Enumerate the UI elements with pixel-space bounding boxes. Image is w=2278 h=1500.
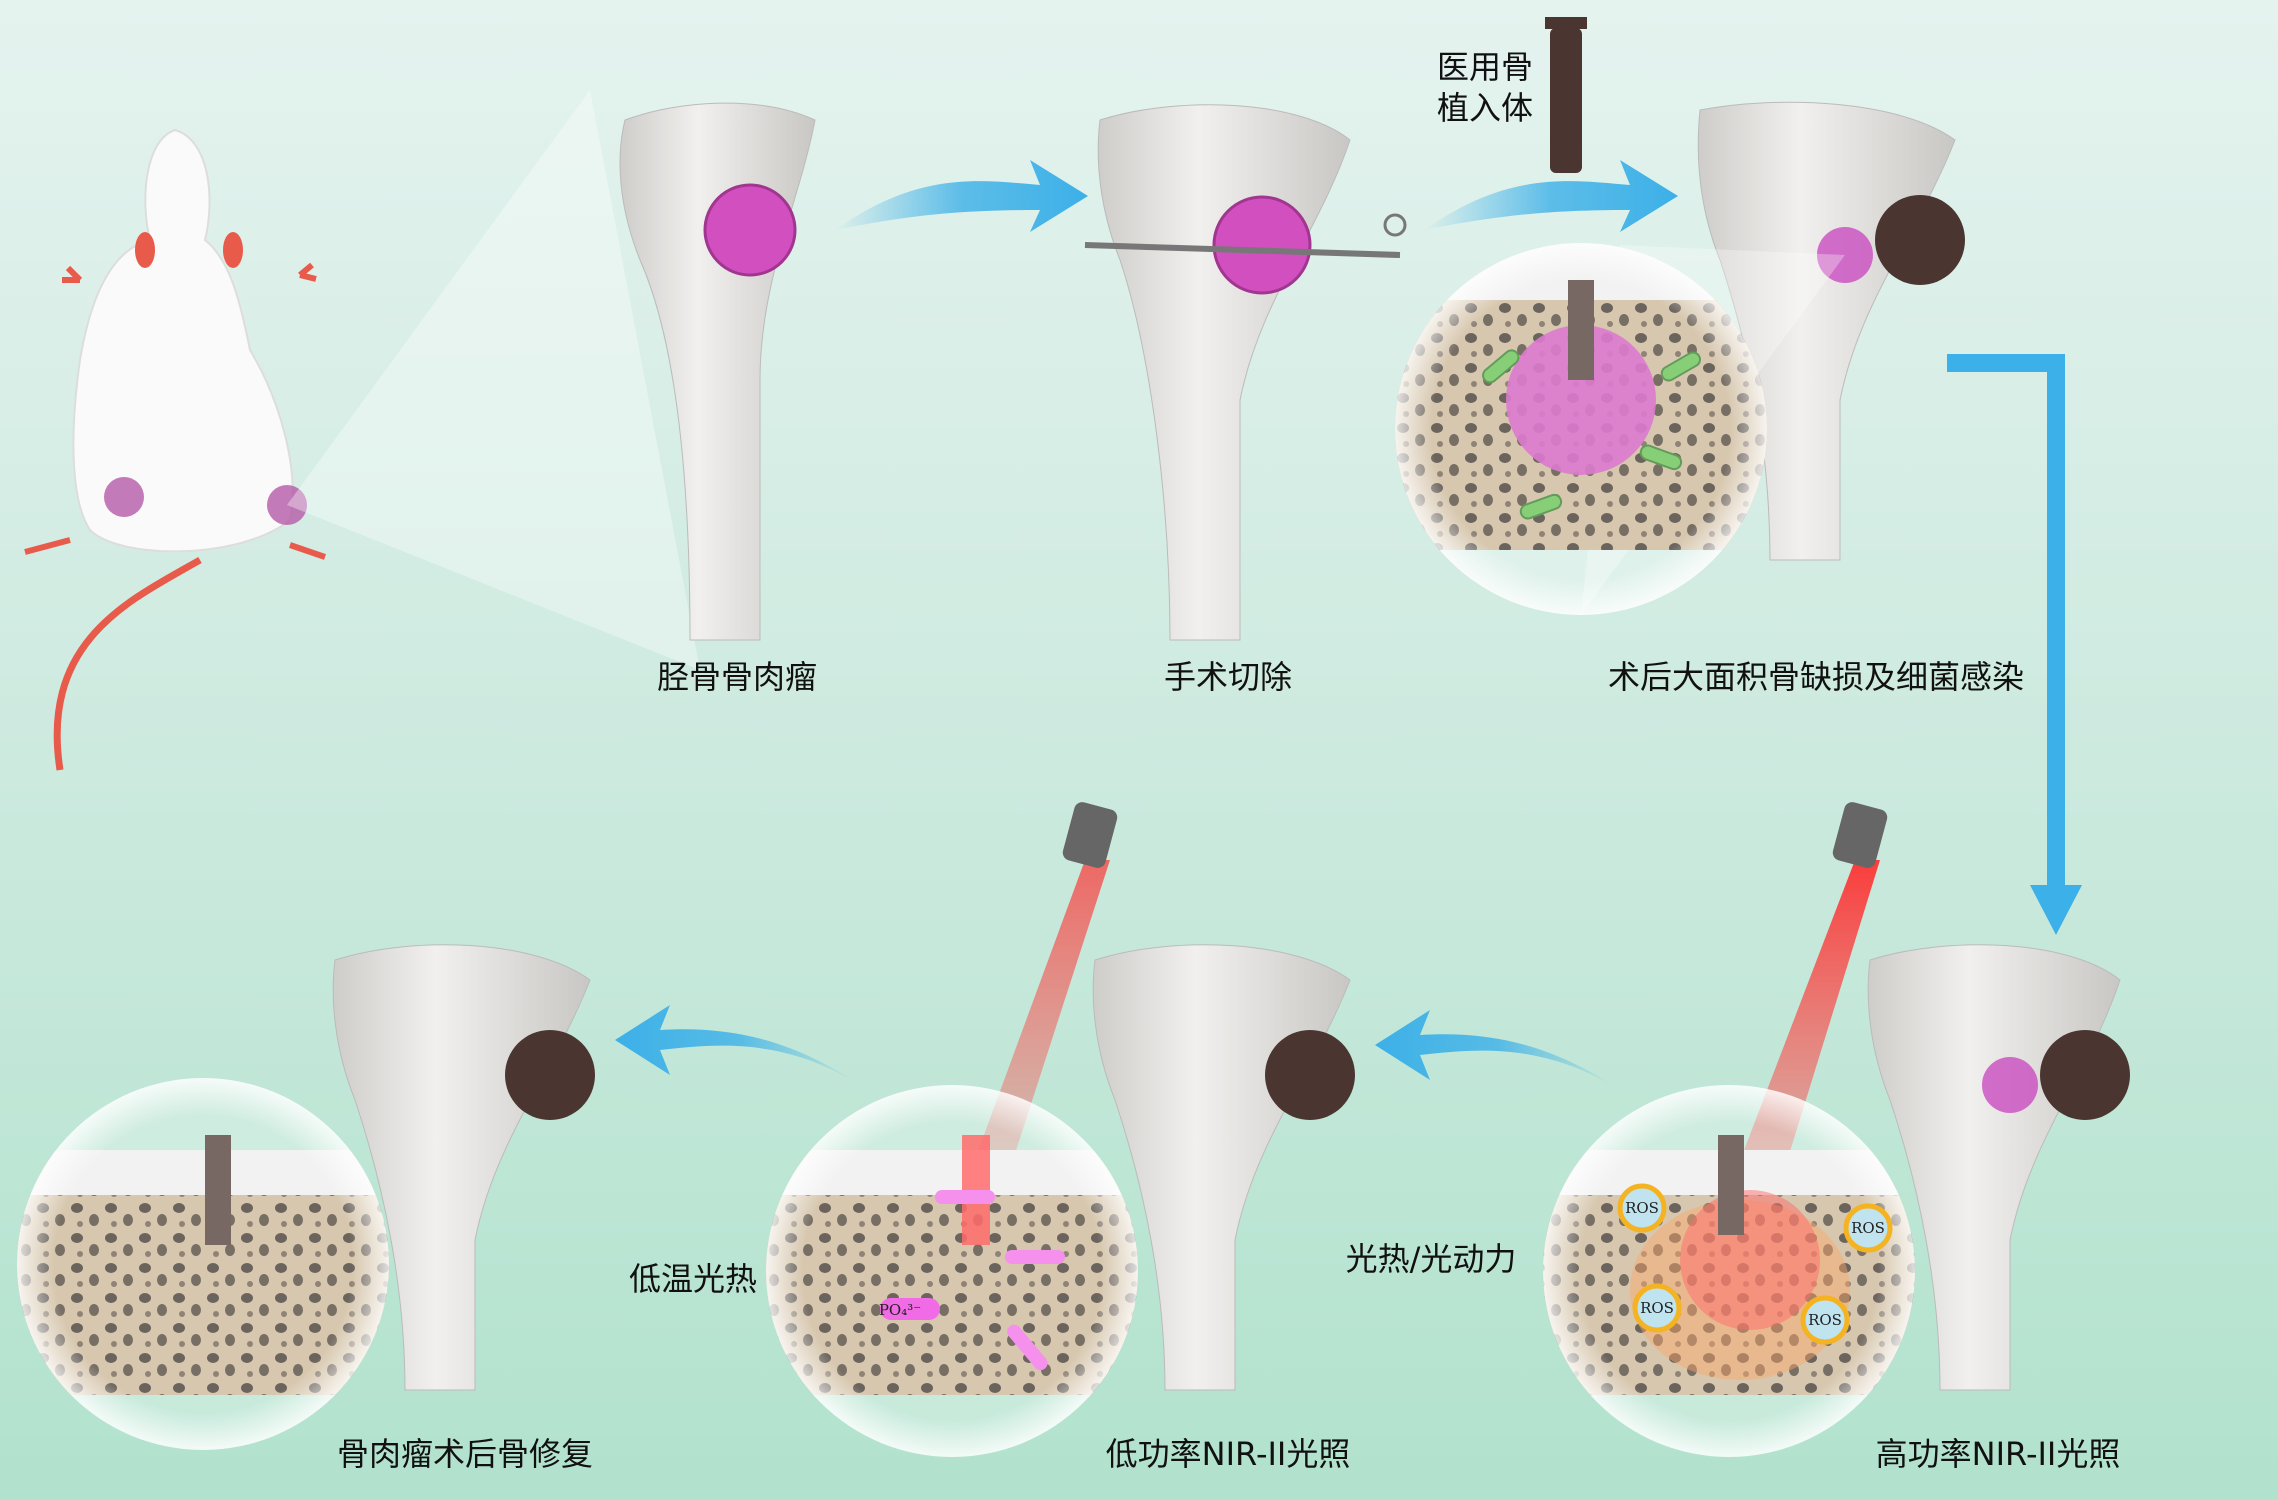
label-implant-line1: 医用骨	[1437, 48, 1533, 86]
label-defect-infection: 术后大面积骨缺损及细菌感染	[1608, 658, 2024, 696]
magnifier-infected-defect	[1395, 243, 1767, 615]
arrow-down-elbow	[1947, 354, 2065, 890]
tumor-right	[267, 485, 307, 525]
laser-probe-icon	[1832, 802, 1888, 868]
bone-implant	[1545, 17, 1587, 173]
svg-text:ROS: ROS	[1851, 1219, 1885, 1237]
arrow-left-2	[615, 1005, 860, 1085]
svg-text:ROS: ROS	[1808, 1311, 1842, 1329]
tibia-low-power-irradiation	[1092, 944, 1355, 1391]
tumor-left	[104, 477, 144, 517]
magnifier-bone-repair	[17, 1078, 389, 1450]
label-implant-line2: 植入体	[1437, 89, 1533, 127]
phosphate-ion-marker: PO₄³⁻	[879, 1298, 940, 1320]
svg-text:PO₄³⁻: PO₄³⁻	[879, 1301, 921, 1319]
zoom-cone	[287, 90, 700, 670]
mouse-tail	[53, 556, 202, 771]
arrow-left-1	[1375, 1010, 1620, 1090]
scissors-icon	[1383, 213, 1407, 237]
magnifier-high-power: ROS ROS ROS ROS	[1543, 1085, 1915, 1457]
label-tibia-osteosarcoma: 胫骨骨肉瘤	[657, 658, 817, 696]
implant-cap	[1875, 195, 1965, 285]
scalpel-icon	[1084, 242, 1401, 258]
label-high-power-nir: 高功率NIR-II光照	[1876, 1435, 2121, 1473]
tibia-bone-repair	[332, 944, 595, 1391]
svg-text:ROS: ROS	[1640, 1299, 1674, 1317]
magnifier-low-power: PO₄³⁻	[766, 1085, 1138, 1457]
arrow-head-down	[2030, 885, 2082, 935]
ros-marker: ROS	[1843, 1203, 1893, 1253]
tibia-bone-tumor	[619, 102, 816, 641]
label-photothermal-photodynamic: 光热/光动力	[1346, 1240, 1517, 1278]
label-mild-photothermal: 低温光热	[629, 1260, 757, 1298]
mouse-illustration	[24, 128, 326, 771]
tibia-surgical-resection	[1084, 104, 1407, 641]
ros-marker: ROS	[1632, 1283, 1682, 1333]
label-surgical-resection: 手术切除	[1164, 658, 1292, 696]
tibia-infected-defect	[1697, 101, 1965, 561]
arrow-right-1	[835, 160, 1088, 232]
ros-marker: ROS	[1617, 1183, 1667, 1233]
label-bone-repair: 骨肉瘤术后骨修复	[337, 1435, 593, 1473]
tibia-high-power-irradiation	[1867, 944, 2130, 1391]
svg-text:ROS: ROS	[1625, 1199, 1659, 1217]
tumor	[1212, 195, 1312, 295]
laser-probe-icon	[1062, 802, 1118, 868]
arrow-right-2	[1424, 160, 1678, 232]
tumor	[703, 183, 797, 277]
label-low-power-nir: 低功率NIR-II光照	[1106, 1435, 1351, 1473]
ros-marker: ROS	[1800, 1295, 1850, 1345]
